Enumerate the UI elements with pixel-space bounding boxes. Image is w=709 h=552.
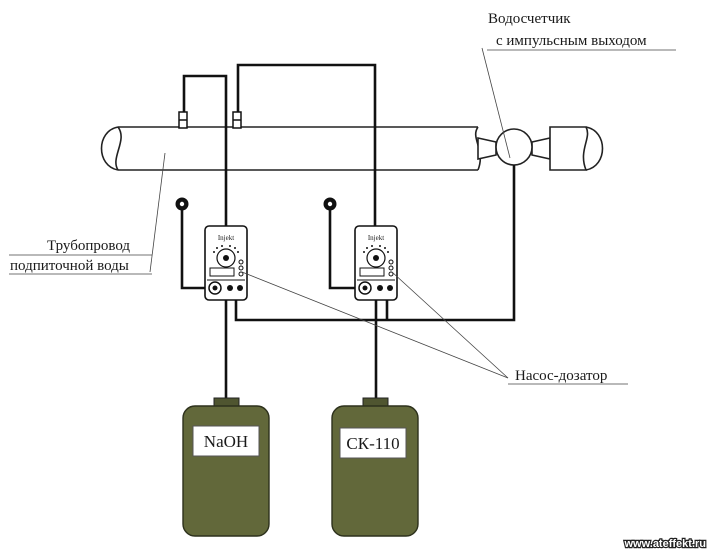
makeup-water-pipe: [100, 126, 482, 171]
tank-sk110: СК-110: [331, 397, 419, 537]
meter-label-line1: Водосчетчик: [488, 11, 571, 27]
injection-valves: [175, 197, 337, 211]
pipe-label-line1: Трубопровод: [47, 238, 130, 254]
tank-2-label: СК-110: [346, 434, 399, 453]
meter-outlet-flange: [531, 137, 551, 160]
meter-outlet-pipe: [549, 126, 589, 171]
watermark: www.ateffekt.ru: [624, 538, 707, 550]
tank-2-body: [331, 405, 419, 537]
pump-2-brand: Injekt: [368, 234, 384, 242]
meter-inlet-flange: [477, 137, 497, 160]
tank-1-label-plate: [192, 425, 260, 457]
dosing-pump-2: Injekt: [354, 225, 398, 301]
pump-1-brand: Injekt: [218, 234, 234, 242]
tank-2-label-plate: [339, 427, 407, 459]
pipe-label-line2: подпиточной воды: [10, 258, 129, 274]
tank-1-label: NaOH: [204, 432, 248, 451]
pump-label: Насос-дозатор: [515, 368, 607, 384]
meter-body: [495, 128, 533, 166]
suction-line-2: [328, 205, 356, 290]
leader-lines: [9, 47, 676, 385]
suction-line-1: [180, 205, 206, 290]
pipe-left-break: [115, 126, 122, 171]
leader-pump-1: [241, 271, 509, 379]
tank-naoh: NaOH: [182, 397, 270, 537]
meter-outlet-pipe-end: [585, 126, 604, 171]
leader-pump-2: [391, 271, 509, 379]
dosing-line-1: [182, 74, 228, 228]
leader-pipe: [149, 152, 166, 273]
meter-label-line2: с импульсным выходом: [496, 33, 647, 49]
dosing-pump-1: Injekt: [204, 225, 248, 301]
leader-meter: [481, 47, 511, 159]
pipe-left-end: [100, 126, 119, 171]
dosing-line-2: [236, 63, 377, 228]
